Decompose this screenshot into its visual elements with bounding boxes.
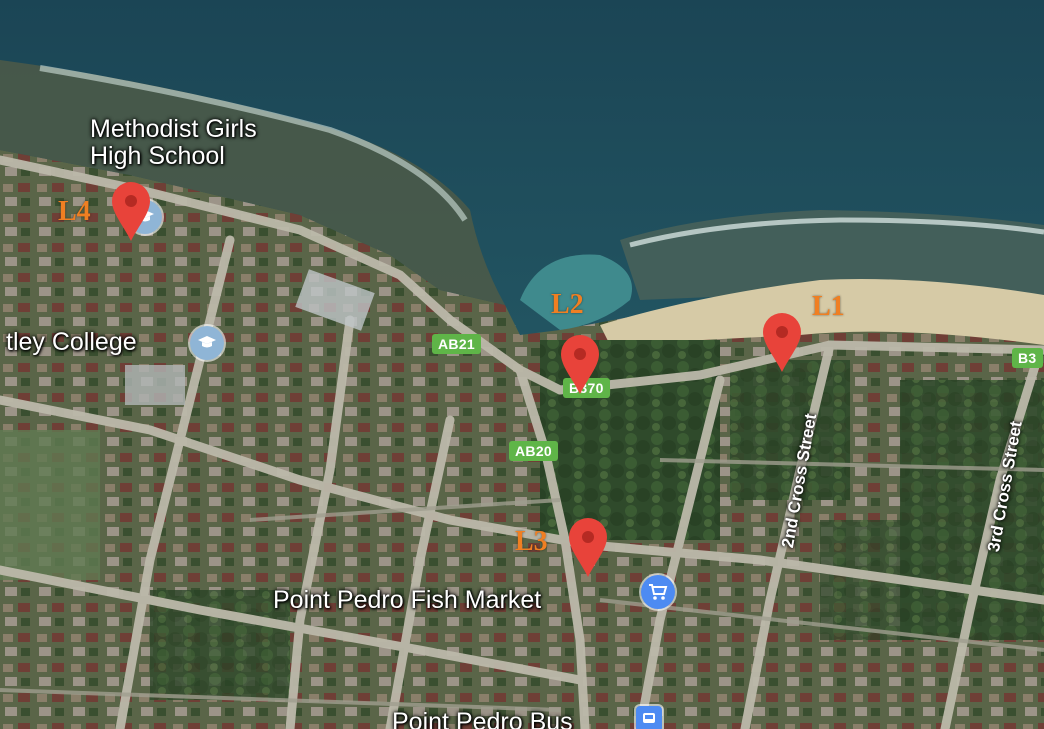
map-pin-icon[interactable] xyxy=(566,516,610,578)
bus-station-label[interactable]: Point Pedro Bus xyxy=(392,708,573,729)
college-label[interactable]: tley College xyxy=(6,328,137,356)
bus-icon[interactable] xyxy=(636,706,662,729)
location-label-l3: L3 xyxy=(515,526,548,557)
methodist-school-label-line2[interactable]: High School xyxy=(90,142,225,170)
location-label-l1: L1 xyxy=(812,291,845,322)
road-shield-ab20: AB20 xyxy=(509,441,558,461)
methodist-school-label-line1[interactable]: Methodist Girls xyxy=(90,115,257,143)
location-label-l4: L4 xyxy=(58,196,91,227)
school-icon[interactable] xyxy=(190,326,224,360)
road-shield-b3: B3 xyxy=(1012,348,1043,368)
fish-market-label[interactable]: Point Pedro Fish Market xyxy=(273,586,542,614)
map-pin-icon[interactable] xyxy=(109,180,153,242)
map-pin-icon[interactable] xyxy=(558,333,602,395)
location-label-l2: L2 xyxy=(551,289,584,320)
shopping-cart-icon[interactable] xyxy=(641,575,675,609)
road-shield-ab21: AB21 xyxy=(432,334,481,354)
map-pin-icon[interactable] xyxy=(760,311,804,373)
